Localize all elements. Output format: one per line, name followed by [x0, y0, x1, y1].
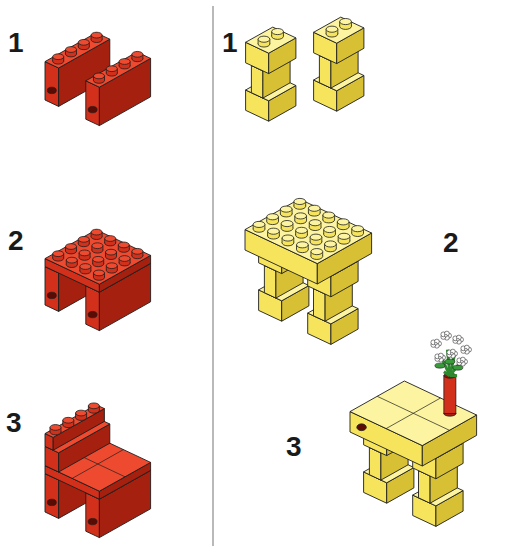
step-number: 3 — [6, 408, 22, 438]
stud-top — [308, 205, 320, 211]
stud-top — [325, 241, 337, 247]
technic-hole — [88, 518, 97, 524]
stud-top — [92, 243, 103, 249]
technic-hole — [88, 311, 97, 317]
flower-center — [438, 356, 441, 359]
stud-top — [281, 221, 293, 227]
stud-top — [78, 39, 89, 45]
step-number: 2 — [8, 226, 24, 256]
flower-center — [450, 352, 453, 355]
stud-top — [88, 403, 99, 409]
stud-top — [323, 212, 335, 218]
vase-body — [444, 376, 456, 414]
stud-top — [93, 270, 104, 276]
brick-top-face — [86, 52, 151, 87]
brick-top-face — [45, 405, 104, 438]
stud-top — [79, 250, 90, 256]
technic-hole — [357, 424, 367, 431]
stud-top — [66, 257, 77, 263]
stud-top — [93, 73, 104, 79]
stud-top — [297, 242, 309, 248]
flower-leaf — [445, 359, 455, 364]
stud-top — [272, 28, 284, 34]
stud-top — [106, 66, 117, 72]
step-number: 1 — [8, 28, 24, 58]
brick-side-face — [53, 409, 104, 451]
divider-line — [212, 6, 213, 546]
stud-top — [324, 226, 336, 232]
brick-side-face — [99, 58, 150, 125]
step-number: 3 — [286, 432, 302, 462]
stud-top — [106, 263, 117, 269]
stud-top — [294, 198, 306, 204]
stud-top — [53, 251, 64, 257]
stud-top — [352, 226, 364, 232]
stud-top — [296, 227, 308, 233]
stud-top — [295, 213, 307, 219]
flower-center — [434, 342, 437, 345]
stud-top — [337, 219, 349, 225]
stud-top — [50, 425, 61, 431]
stud-top — [132, 51, 143, 57]
flower-leaf — [435, 363, 445, 368]
tile-seam — [377, 396, 449, 430]
step-number: 2 — [443, 228, 459, 258]
stud-top — [267, 214, 279, 220]
stud-top — [76, 410, 87, 416]
brick-top-face — [45, 230, 151, 284]
flower-stem — [450, 374, 457, 377]
stud-top — [119, 59, 130, 65]
flower-center — [444, 334, 447, 337]
stud-top — [338, 233, 350, 239]
stud-top — [65, 244, 76, 250]
stud-top — [280, 206, 292, 212]
technic-hole — [357, 424, 367, 431]
stud-top — [268, 228, 280, 234]
stud-top — [105, 236, 116, 242]
brick-top-face — [245, 199, 372, 264]
stud-top — [53, 54, 64, 60]
stud-top — [258, 36, 270, 42]
brick-top-face — [350, 381, 477, 446]
brick-front-face — [45, 474, 59, 519]
brick-front-face — [86, 286, 100, 331]
brick-top-face — [246, 27, 296, 53]
flower-center — [456, 338, 459, 341]
stud-top — [91, 229, 102, 235]
stud-top — [282, 235, 294, 241]
stud-top — [132, 248, 143, 254]
stud-top — [118, 242, 129, 248]
stud-top — [309, 220, 321, 226]
flower-center — [464, 348, 467, 351]
brick-top-face — [314, 17, 364, 43]
stud-top — [78, 236, 89, 242]
stud-top — [63, 417, 74, 423]
stud-top — [105, 249, 116, 255]
stud-top — [80, 264, 91, 270]
brick-top-face — [45, 33, 110, 68]
technic-hole — [47, 87, 56, 93]
technic-hole — [88, 106, 97, 112]
stud-top — [310, 234, 322, 240]
technic-hole — [47, 292, 56, 298]
stud-top — [253, 221, 265, 227]
brick-front-face — [45, 267, 59, 312]
stud-top — [326, 26, 338, 32]
brick-front-face — [45, 62, 59, 107]
stud-top — [340, 18, 352, 24]
stud-top — [119, 256, 130, 262]
technic-hole — [47, 499, 56, 505]
stud-top — [91, 32, 102, 38]
stud-top — [311, 249, 323, 255]
step-number: 1 — [222, 28, 238, 58]
flower-center — [460, 360, 463, 363]
brick-front-face — [86, 81, 100, 126]
stud-top — [65, 47, 76, 53]
brick-front-face — [86, 493, 100, 538]
stud-top — [93, 256, 104, 262]
